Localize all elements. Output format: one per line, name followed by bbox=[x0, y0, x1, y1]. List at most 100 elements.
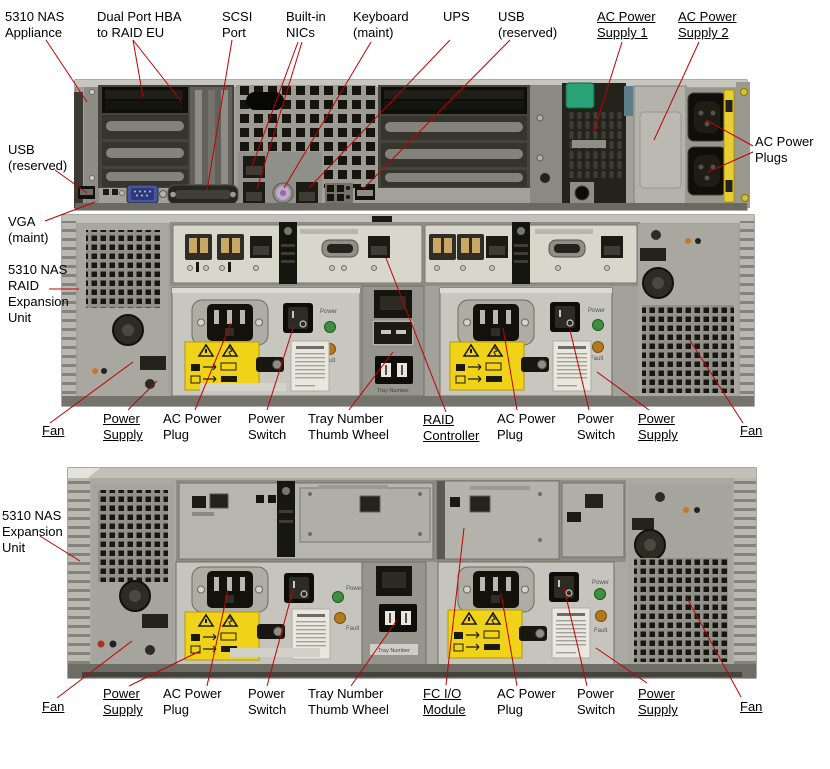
ac-inlet bbox=[191, 566, 269, 613]
pci-slots-right bbox=[378, 85, 530, 188]
tray-number-module-raid-eu: Tray Number bbox=[361, 285, 425, 397]
leader-ups bbox=[308, 39, 451, 189]
leader-psu-right-mid bbox=[596, 371, 650, 411]
right-mounting-bracket bbox=[736, 82, 750, 208]
label-tray-number-mid: Tray Number Thumb Wheel bbox=[308, 411, 389, 442]
label-fan-left-bottom[interactable]: Fan bbox=[42, 699, 65, 714]
svg-text:Tray Number: Tray Number bbox=[377, 388, 409, 394]
fan-right-expansion bbox=[628, 484, 732, 666]
leader-acplug-left-mid bbox=[194, 322, 232, 411]
ac-inlet bbox=[457, 299, 535, 346]
leader-fan-left-mid bbox=[49, 361, 134, 424]
label-5310-expansion-unit: 5310 NAS Expansion Unit bbox=[2, 508, 63, 555]
leader-scsi bbox=[206, 39, 233, 192]
psu-bay-divider bbox=[530, 85, 562, 206]
leader-hba-b bbox=[132, 39, 182, 102]
io-filler-panel bbox=[561, 482, 625, 558]
expansion-unit-rear-photo: Power Fault Tray Number Power Fault bbox=[67, 467, 757, 679]
leader-plug-a bbox=[705, 119, 754, 147]
ac-power-supply-2-blank bbox=[633, 85, 687, 207]
label-power-supply-left-bottom[interactable]: Power Supply bbox=[103, 686, 143, 717]
leader-keyboard bbox=[283, 41, 372, 189]
power-switch bbox=[283, 572, 315, 604]
power-led bbox=[324, 321, 336, 333]
power-supply-right-raid-eu: Power Fault bbox=[439, 287, 613, 397]
raid-expansion-rear-photo: Power Fault Tray Number Power Fault bbox=[61, 214, 755, 407]
leader-switch-right-bottom bbox=[563, 587, 588, 687]
led-cluster bbox=[325, 183, 353, 203]
svg-text:Power: Power bbox=[588, 308, 605, 314]
label-fan-left-mid[interactable]: Fan bbox=[42, 423, 65, 438]
label-ups: UPS bbox=[443, 9, 470, 24]
fan-left-raid-eu bbox=[78, 224, 168, 396]
label-ac-power-plug-left-bottom: AC Power Plug bbox=[163, 686, 222, 717]
label-built-in-nics: Built-in NICs bbox=[286, 9, 326, 40]
leader-psu2 bbox=[653, 41, 700, 141]
svg-text:Power: Power bbox=[320, 309, 337, 315]
power-switch bbox=[548, 571, 580, 603]
svg-text:Fault: Fault bbox=[346, 626, 360, 632]
label-ac-power-plug-right-mid: AC Power Plug bbox=[497, 411, 556, 442]
leader-fan-right-bottom bbox=[686, 597, 742, 698]
svg-text:Tray Number: Tray Number bbox=[378, 648, 410, 654]
label-power-supply-right-bottom[interactable]: Power Supply bbox=[638, 686, 678, 717]
raid-controller-right bbox=[424, 222, 638, 284]
ac-power-supply-1 bbox=[562, 82, 633, 206]
fan-left-expansion bbox=[92, 484, 174, 666]
power-led bbox=[594, 588, 606, 600]
fc-io-module-left bbox=[178, 481, 434, 560]
label-power-supply-left-mid[interactable]: Power Supply bbox=[103, 411, 143, 442]
leader-usb-top bbox=[362, 39, 511, 190]
leader-fan-right-mid bbox=[688, 338, 744, 424]
power-supply-left-expansion: Power Fault bbox=[175, 561, 363, 667]
label-power-supply-right-mid[interactable]: Power Supply bbox=[638, 411, 678, 442]
vga-port bbox=[126, 184, 159, 204]
leader-psu-left-mid bbox=[127, 380, 158, 411]
label-dual-port-hba: Dual Port HBA to RAID EU bbox=[97, 9, 182, 40]
label-scsi-port: SCSI Port bbox=[222, 9, 253, 40]
label-fan-right-bottom[interactable]: Fan bbox=[740, 699, 763, 714]
ac-inlet bbox=[457, 566, 535, 613]
leader-fan-left-bottom bbox=[56, 640, 133, 699]
leader-plug-b bbox=[707, 151, 754, 173]
leader-vga bbox=[44, 201, 96, 222]
leader-fc-io bbox=[445, 527, 465, 686]
power-switch bbox=[282, 302, 314, 334]
scsi-port bbox=[167, 184, 239, 205]
leader-hba-a bbox=[132, 39, 144, 98]
label-ac-power-plug-right-bottom: AC Power Plug bbox=[497, 686, 556, 717]
fault-led bbox=[592, 341, 604, 353]
power-supply-left-raid-eu: Power Fault bbox=[171, 287, 361, 397]
label-power-switch-right-bottom: Power Switch bbox=[577, 686, 616, 717]
ps2-keyboard-port bbox=[272, 182, 294, 204]
tray-number-module-expansion: Tray Number bbox=[361, 561, 427, 669]
label-5310-raid-expansion-unit: 5310 NAS RAID Expansion Unit bbox=[8, 262, 69, 325]
pci-slots-left bbox=[98, 85, 234, 188]
label-power-switch-left-mid: Power Switch bbox=[248, 411, 287, 442]
ups-serial-port bbox=[296, 182, 318, 204]
label-tray-number-bottom: Tray Number Thumb Wheel bbox=[308, 686, 389, 717]
leader-switch-right-mid bbox=[569, 329, 590, 411]
leader-switch-left-mid bbox=[266, 324, 295, 411]
label-fan-right-mid[interactable]: Fan bbox=[740, 423, 763, 438]
leader-tray-mid bbox=[348, 351, 394, 411]
label-ac-power-supply-2[interactable]: AC Power Supply 2 bbox=[678, 9, 737, 40]
label-ac-power-plugs: AC Power Plugs bbox=[755, 134, 814, 165]
leader-psu-right-bottom bbox=[595, 647, 648, 684]
leader-acplug-right-bottom bbox=[500, 592, 518, 687]
leader-usb-left bbox=[54, 169, 88, 194]
warning-label bbox=[449, 341, 525, 391]
label-fc-io-module[interactable]: FC I/O Module bbox=[423, 686, 466, 717]
label-power-switch-left-bottom: Power Switch bbox=[248, 686, 287, 717]
label-ac-power-plug-left-mid: AC Power Plug bbox=[163, 411, 222, 442]
nas-appliance-rear-photo bbox=[74, 79, 750, 211]
power-supply-right-expansion: Power Fault bbox=[437, 561, 615, 667]
svg-text:Fault: Fault bbox=[594, 628, 608, 634]
leader-tray-bottom bbox=[350, 619, 398, 687]
fault-led bbox=[595, 610, 607, 622]
label-raid-controller[interactable]: RAID Controller bbox=[423, 412, 480, 443]
leader-5310-appliance bbox=[45, 39, 88, 103]
label-ac-power-supply-1[interactable]: AC Power Supply 1 bbox=[597, 9, 656, 40]
